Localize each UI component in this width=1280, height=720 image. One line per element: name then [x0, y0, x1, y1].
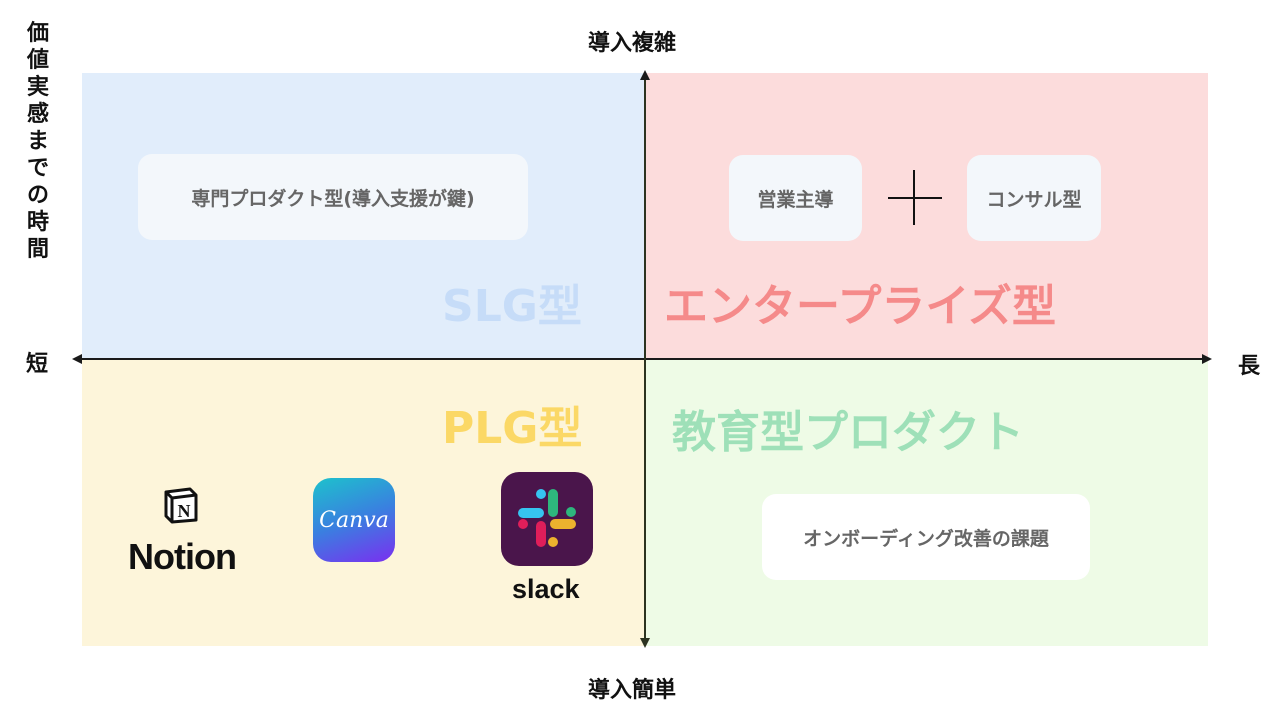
notion-icon: N — [160, 486, 200, 524]
axis-bottom-label: 導入簡単 — [588, 678, 677, 703]
card-specialized-product: 専門プロダクト型(導入支援が鍵) — [138, 154, 528, 240]
plus-connector-v — [913, 170, 915, 225]
canva-icon: Canva — [313, 478, 395, 562]
quadrant-title-education: 教育型プロダクト — [672, 407, 1024, 458]
quadrant-title-slg: SLG型 — [442, 281, 582, 332]
canva-wordmark: Canva — [319, 507, 389, 533]
card-sales-led: 営業主導 — [729, 155, 862, 241]
card-onboarding-issue: オンボーディング改善の課題 — [762, 494, 1090, 580]
slack-wordmark: slack — [512, 574, 580, 604]
axis-right-label: 長 — [1238, 354, 1261, 379]
plus-connector-h — [888, 197, 942, 199]
quadrant-title-plg: PLG型 — [442, 403, 583, 454]
card-consulting: コンサル型 — [967, 155, 1101, 241]
slack-icon — [501, 472, 593, 566]
axis-left-label: 短 — [26, 352, 49, 377]
axis-top-label: 導入複雑 — [588, 31, 677, 56]
vertical-axis-title: 価値実感までの時間 — [26, 21, 49, 262]
quadrant-title-enterprise: エンタープライズ型 — [664, 281, 1057, 332]
svg-text:N: N — [178, 501, 191, 521]
notion-wordmark: Notion — [128, 536, 237, 577]
